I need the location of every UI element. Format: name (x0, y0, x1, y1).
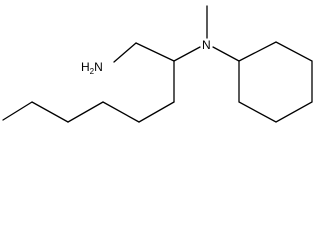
bond-ch-n (173, 46, 201, 62)
amine-h: H (81, 60, 90, 74)
amine-label: H2N (81, 60, 103, 76)
bond-chain-5 (31, 101, 69, 123)
amine-n: N (94, 60, 103, 74)
bond-n-cyclohexyl (212, 46, 240, 62)
molecule-structure-diagram: H2N N (2, 5, 313, 123)
bond-nh2-ch2 (113, 42, 137, 63)
amine-subscript: 2 (90, 67, 95, 76)
bond-ch2-ch (135, 42, 175, 62)
cyclohexane-ring (238, 41, 313, 123)
bond-chain-4 (67, 101, 104, 123)
bond-chain-3 (102, 101, 140, 123)
tertiary-nitrogen-label: N (202, 38, 211, 52)
bond-lines (2, 5, 313, 123)
bond-chain-6 (2, 101, 33, 121)
bond-chain-2 (138, 101, 175, 123)
